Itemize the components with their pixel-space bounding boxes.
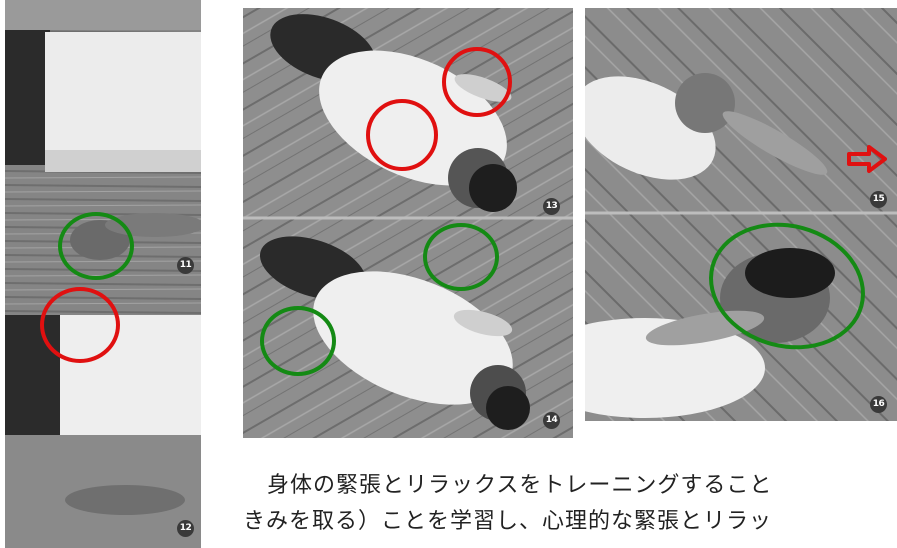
panel-number-12: 12 <box>177 520 194 537</box>
green-circle-left-hand <box>260 306 336 376</box>
red-circle-left-fist <box>366 99 438 171</box>
photo-middle: 13 14 <box>243 8 573 438</box>
photo-right-art <box>585 8 897 421</box>
green-circle-right-hand <box>423 223 499 291</box>
red-circle-right-fist <box>442 47 512 117</box>
panel-number-14: 14 <box>543 412 560 429</box>
panel-number-15: 15 <box>870 191 887 208</box>
caption-line-1: 身体の緊張とリラックスをトレーニングすること <box>267 473 773 498</box>
red-arrow-icon <box>847 145 887 173</box>
photo-right: 15 16 <box>585 8 897 421</box>
caption-text: 身体の緊張とリラックスをトレーニングすること きみを取る）ことを学習し、心理的な… <box>243 468 897 540</box>
photo-middle-art <box>243 8 573 438</box>
panel-number-11: 11 <box>177 257 194 274</box>
panel-number-16: 16 <box>870 396 887 413</box>
red-circle-elbow <box>40 287 120 363</box>
panel-number-13: 13 <box>543 198 560 215</box>
caption-line-2: きみを取る）ことを学習し、心理的な緊張とリラッ <box>243 509 773 534</box>
green-circle-hand <box>58 212 134 280</box>
